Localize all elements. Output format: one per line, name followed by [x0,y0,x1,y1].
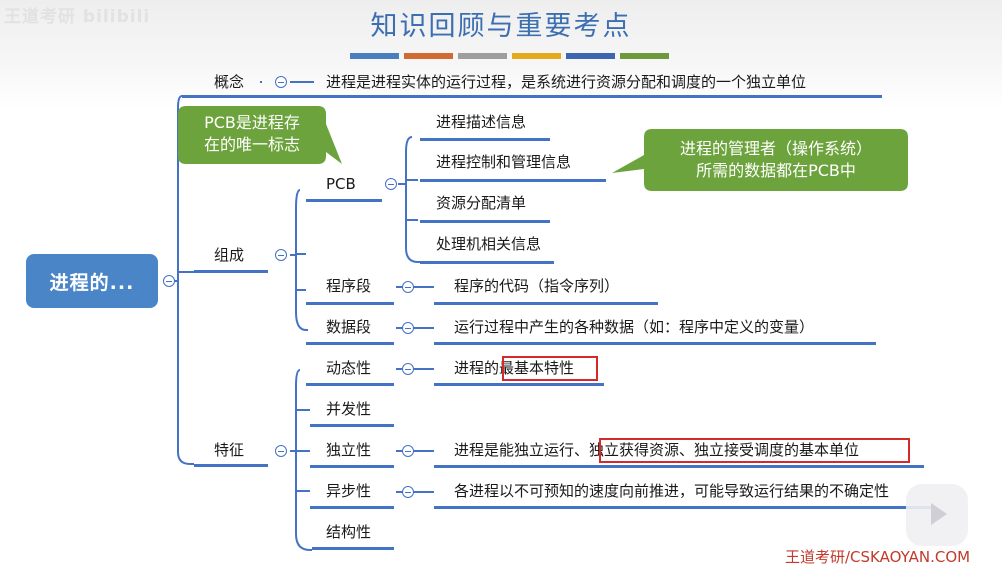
pcb-item-resources: 资源分配清单 [436,194,527,212]
stripe-blue [350,53,399,59]
branch-line-composition [194,270,268,273]
collapse-icon[interactable] [385,178,397,190]
callout-shape [612,129,908,191]
callout-shape [178,106,342,164]
collapse-icon[interactable] [275,76,287,88]
pcb-item-control: 进程控制和管理信息 [436,153,572,171]
program-segment-text: 程序的代码（指令序列） [454,277,620,295]
independent-text-prefix: 进程是能独立运行、 [454,441,590,459]
leaf-line [420,261,554,264]
node-line-pcb [306,199,382,202]
callout-line: PCB是进程存 [204,113,300,132]
leaf-line [420,138,550,141]
dynamic-text-highlight: 最基本特性 [499,359,575,377]
collapse-icon[interactable] [275,249,287,261]
node-structural[interactable]: 结构性 [326,523,372,541]
collapse-icon[interactable] [402,363,414,375]
stripe-green [620,53,669,59]
independent-text: 进程是能独立运行、独立获得资源、独立接受调度的基本单位 [454,441,859,459]
node-dynamic[interactable]: 动态性 [326,359,372,377]
callout-line: 进程的管理者（操作系统） [679,139,872,158]
root-node[interactable]: 进程的... [26,254,158,308]
callout-line: 在的唯一标志 [203,135,300,154]
play-icon[interactable] [906,484,968,546]
node-line [312,547,394,550]
footer-brand: 王道考研/CSKAOYAN.COM [785,548,971,566]
node-line [306,302,394,305]
stripe-navy [566,53,615,59]
stripe-yellow [512,53,561,59]
node-program-segment[interactable]: 程序段 [326,277,372,295]
node-data-segment[interactable]: 数据段 [326,318,372,336]
async-text: 各进程以不可预知的速度向前推进，可能导致运行结果的不确定性 [454,482,890,500]
collapse-icon[interactable] [402,322,414,334]
node-independent[interactable]: 独立性 [326,441,372,459]
leaf-line [434,302,658,305]
branch-line-concept [182,95,882,98]
node-async[interactable]: 异步性 [326,482,372,500]
collapse-icon[interactable] [402,486,414,498]
branch-label-features[interactable]: 特征 [214,441,245,459]
leaf-line [434,506,934,509]
node-pcb[interactable]: PCB [326,175,356,193]
slide-title: 知识回顾与重要考点 [370,11,632,42]
node-line [306,383,394,386]
independent-text-highlight: 独立获得资源、独立接受调度的基本单位 [589,441,860,459]
collapse-icon[interactable] [402,281,414,293]
dynamic-text-prefix: 进程的 [454,359,500,377]
callout-os-manager [612,129,908,191]
stripe-orange [404,53,453,59]
callout-pcb-unique-text: PCB是进程存 在的唯一标志 [178,112,326,156]
callout-os-manager-text: 进程的管理者（操作系统） 所需的数据都在PCB中 [646,138,906,182]
data-segment-text: 运行过程中产生的各种数据（如：程序中定义的变量） [454,318,815,336]
branch-line-features [194,464,268,467]
node-line [310,424,394,427]
branch-label-composition[interactable]: 组成 [214,246,245,264]
collapse-icon[interactable] [163,275,175,287]
branch-label-concept[interactable]: 概念 [214,73,245,91]
collapse-icon[interactable] [275,445,287,457]
callout-pcb-unique [178,106,342,164]
collapse-icon[interactable] [402,445,414,457]
concept-text: 进程是进程实体的运行过程，是系统进行资源分配和调度的一个独立单位 [326,73,807,91]
stripe-gray [458,53,507,59]
leaf-line [420,220,550,223]
leaf-line [434,383,604,386]
node-line [306,342,394,345]
leaf-line [434,465,924,468]
highlight-box [599,438,910,463]
highlight-box [502,356,598,381]
pcb-item-description: 进程描述信息 [436,113,527,131]
pcb-item-processor: 处理机相关信息 [436,235,542,253]
leaf-line [434,342,876,345]
dynamic-text: 进程的最基本特性 [454,359,574,377]
callout-line: 所需的数据都在PCB中 [696,161,856,180]
node-line [310,465,394,468]
node-line [310,506,394,509]
leaf-line [420,179,606,182]
watermark: 王道考研 bilibili [4,7,151,27]
node-concurrent[interactable]: 并发性 [326,400,372,418]
